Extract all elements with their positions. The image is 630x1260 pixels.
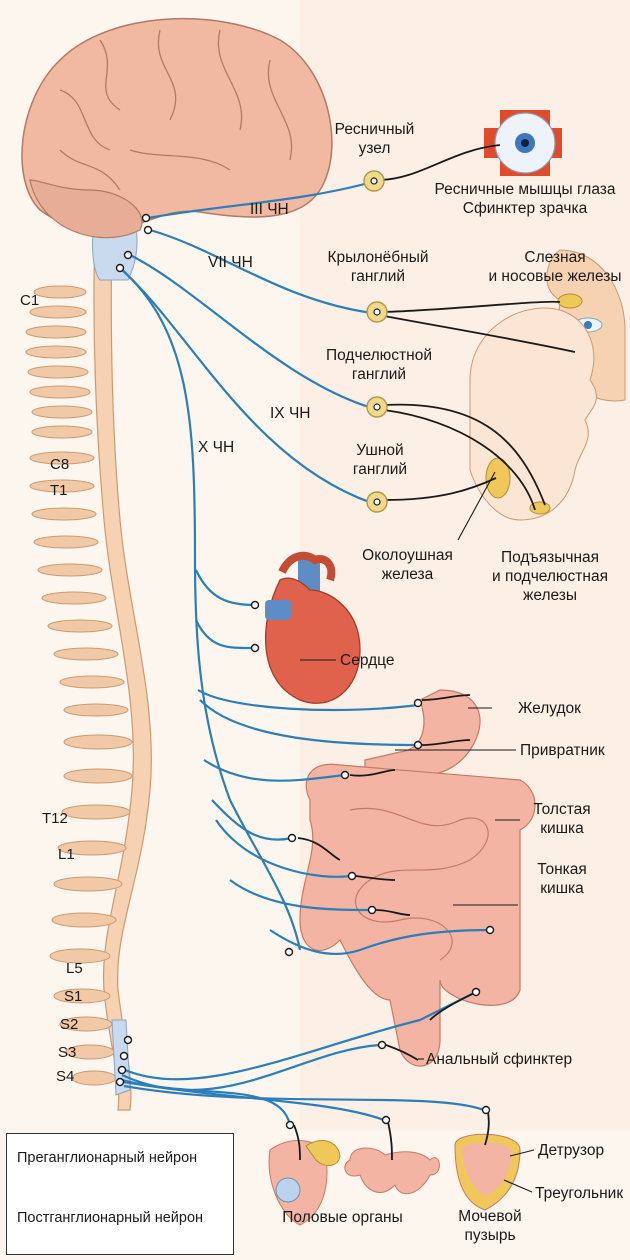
spine-label-t12: T12 (42, 810, 68, 827)
label-pterygopalatine-ganglion: Крылонёбный ганглий (318, 248, 438, 286)
label-genitals: Половые органы (280, 1208, 405, 1227)
legend: Преганглионарный нейрон Постганглионарны… (6, 1133, 234, 1255)
spine-label-s4: S4 (56, 1068, 74, 1085)
label-submandibular-ganglion: Подчелюстной ганглий (315, 346, 443, 384)
spine-label-c8: C8 (50, 456, 69, 473)
spine-label-l1: L1 (58, 846, 75, 863)
spine-label-t1: T1 (50, 482, 68, 499)
label-sublingual-glands: Подъязычная и подчелюстная железы (470, 548, 630, 605)
legend-preganglionic: Преганглионарный нейрон (17, 1150, 197, 1166)
label-stomach: Желудок (518, 699, 581, 718)
spine-label-s2: S2 (60, 1016, 78, 1033)
label-colon: Толстая кишка (522, 800, 602, 838)
label-pylorus: Привратник (520, 741, 605, 760)
spine-label-s3: S3 (58, 1044, 76, 1061)
nerve-label-iii: III ЧН (250, 200, 289, 219)
nerve-label-x: X ЧН (198, 438, 234, 457)
label-bladder: Мочевой пузырь (445, 1207, 535, 1245)
label-small-intestine: Тонкая кишка (522, 860, 602, 898)
spine-label-s1: S1 (64, 988, 82, 1005)
label-otic-ganglion: Ушной ганглий (330, 441, 430, 479)
spine-label-c1: C1 (20, 292, 39, 309)
label-detrusor: Детрузор (538, 1141, 604, 1160)
spinal-column (26, 210, 151, 1110)
label-parotid-gland: Околоушная железа (350, 546, 465, 584)
nerve-label-ix: IX ЧН (270, 404, 310, 423)
legend-postganglionic: Постганглионарный нейрон (17, 1210, 203, 1226)
label-trigone: Треугольник (535, 1184, 623, 1203)
nerve-label-vii: VII ЧН (208, 253, 253, 272)
spine-label-l5: L5 (66, 960, 83, 977)
label-ciliary-ganglion: Ресничный узел (322, 120, 427, 158)
label-lacrimal-glands: Слезная и носовые железы (480, 248, 630, 286)
label-eye-targets: Ресничные мышцы глаза Сфинктер зрачка (420, 180, 630, 218)
label-anal-sphincter: Анальный сфинктер (426, 1050, 572, 1069)
label-heart: Сердце (340, 651, 394, 670)
